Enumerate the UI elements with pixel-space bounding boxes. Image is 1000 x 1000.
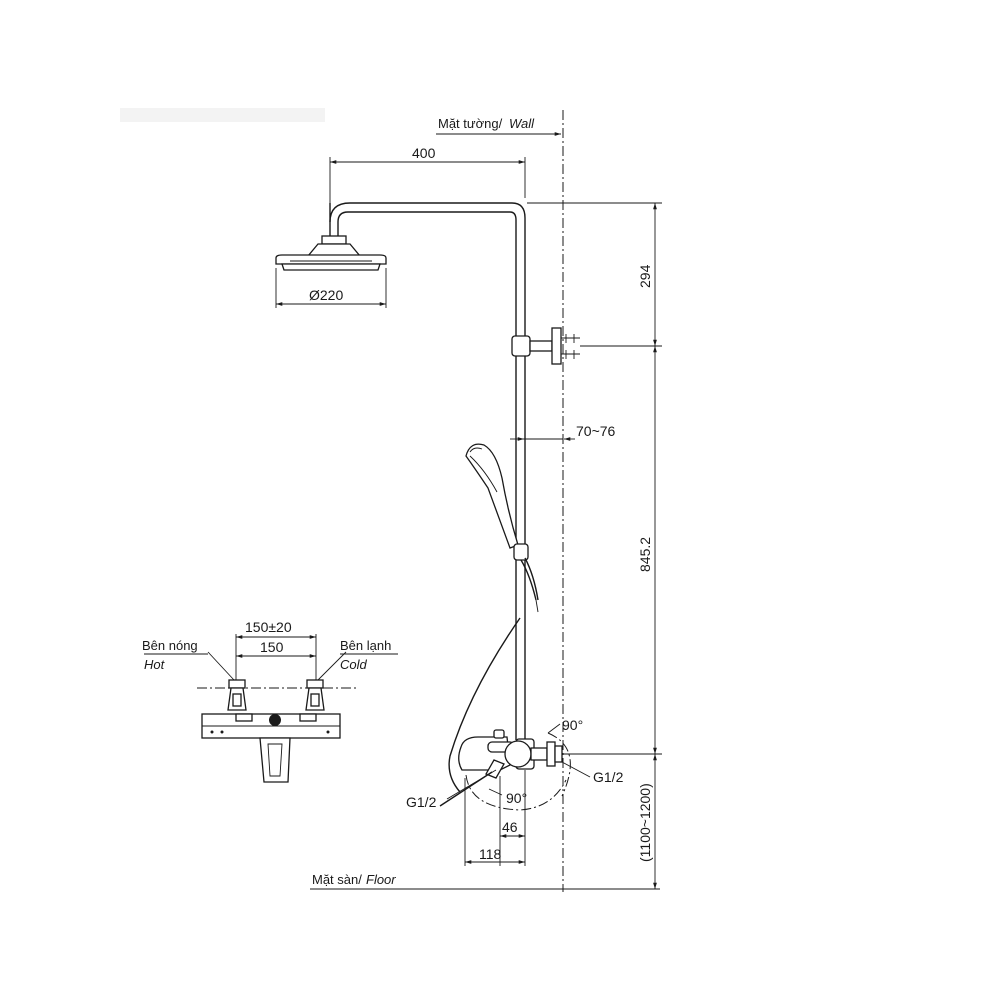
dim-top-to-bracket-label: 294 [637, 264, 653, 288]
angle-top-label: 90° [562, 717, 583, 733]
thread-right-leader [561, 761, 591, 778]
hand-shower [465, 443, 539, 613]
mixer-front-view [144, 634, 398, 783]
dim-offset-46-label: 46 [502, 819, 518, 835]
angle-bottom-label: 90° [506, 790, 527, 806]
inlet-spacing-label: 150 [260, 639, 284, 655]
overhead-shower-head [275, 235, 387, 271]
dim-offset-118-label: 118 [479, 846, 502, 862]
swing-arc-lower [465, 774, 567, 811]
thread-left-leader [446, 769, 497, 800]
wall-label-vn: Mặt tường/ [438, 116, 503, 131]
shower-hose [448, 617, 521, 793]
wall-bracket [511, 327, 580, 365]
swing-arc-right [547, 732, 571, 797]
dim-vertical-chain [527, 202, 662, 889]
thread-right-label: G1/2 [593, 769, 624, 785]
cold-label-en: Cold [340, 657, 368, 672]
dim-arm-length-label: 400 [412, 145, 436, 161]
cold-label-vn: Bên lạnh [340, 638, 391, 653]
dim-arm-length [329, 157, 526, 203]
dim-valve-height-label: (1100~1200) [637, 783, 653, 862]
hot-label-en: Hot [144, 657, 166, 672]
inlet-spacing-tol-label: 150±20 [245, 619, 292, 635]
wall-label-en: Wall [509, 116, 535, 131]
dim-offsets-bottom [464, 770, 526, 866]
dim-bracket-to-valve-label: 845.2 [637, 537, 653, 572]
dim-rail-offset-label: 70~76 [576, 423, 616, 439]
faint-band [120, 108, 325, 122]
hot-label-vn: Bên nóng [142, 638, 198, 653]
dim-head-diameter-label: Ø220 [309, 287, 343, 303]
floor-label-vn: Mặt sàn/ [312, 872, 362, 887]
riser-pipe [329, 202, 526, 740]
floor-label-en: Floor [366, 872, 396, 887]
dim-head-diameter [275, 268, 387, 308]
angle-leader-top [547, 723, 561, 734]
thread-left-label: G1/2 [406, 794, 437, 810]
